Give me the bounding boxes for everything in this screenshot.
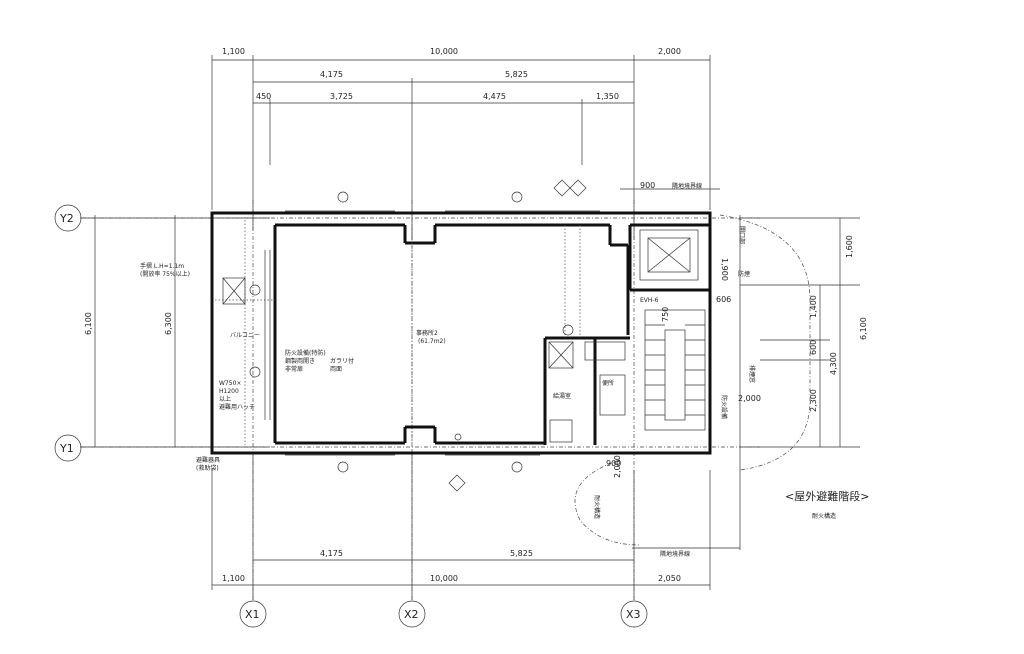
- fire-door-line-4: 非常扉: [285, 365, 303, 373]
- dim-top-9: 1,350: [596, 92, 619, 101]
- grid-label-x3: X3: [626, 608, 641, 621]
- bottom-dimension-lines: [211, 450, 711, 600]
- opening-label: 開口部: [738, 226, 746, 244]
- kitchen-label: 給湯室: [553, 392, 571, 400]
- boundary-top-label: 隣地境界線: [672, 182, 702, 190]
- fire-equipment-label: 防火設備: [720, 395, 728, 419]
- toilet-label: 便所: [602, 379, 614, 387]
- window-line-2: H1200: [219, 388, 239, 395]
- smoke-label: 防煙: [738, 270, 750, 278]
- dim-misc-2: 900: [606, 459, 621, 468]
- grid-bubble-x3: X3: [620, 600, 648, 628]
- dim-top-6: 450: [256, 92, 271, 101]
- symbols: [249, 179, 587, 492]
- dim-left-2: 6,300: [164, 312, 173, 335]
- grid-label-y1: Y1: [59, 442, 74, 455]
- dim-right-6: 2,300: [809, 389, 818, 412]
- dim-bottom-2: 5,825: [510, 549, 533, 558]
- top-dimension-lines: [211, 55, 711, 240]
- fire-door-line-3: ガラリ付: [330, 357, 354, 365]
- dim-left-1: 6,100: [84, 312, 93, 335]
- grid-label-x1: X1: [245, 608, 260, 621]
- dim-right-3: 1,400: [809, 295, 818, 318]
- handrail-note: (開放率 75%以上): [140, 270, 190, 278]
- dim-top-8: 4,475: [483, 92, 506, 101]
- dim-right-2: 6,100: [859, 317, 868, 340]
- dim-misc-6: 750: [661, 307, 670, 322]
- exterior-stair: [644, 309, 706, 431]
- balcony-label: バルコニー: [230, 332, 260, 339]
- dim-top-3: 2,000: [658, 47, 681, 56]
- grid-bubble-y1: Y1: [54, 434, 82, 462]
- dim-misc-5: 2,000: [613, 455, 622, 478]
- stair-title: <屋外避難階段>: [785, 489, 869, 503]
- handrail-label: 手摺 L.H=1.1m: [140, 262, 184, 270]
- dim-top-1: 1,100: [222, 47, 245, 56]
- dim-misc-4: 2,000: [738, 394, 761, 403]
- ev-label: EVH-6: [640, 297, 659, 304]
- elevator-shaft: [639, 229, 699, 281]
- interior-guides: [215, 220, 581, 445]
- grid-bubble-y2: Y2: [54, 204, 82, 232]
- building-walls: [210, 211, 712, 455]
- fire-door-line-1: 防火設備(特防): [285, 349, 326, 357]
- left-dimension-lines: [80, 215, 270, 448]
- dim-misc-1: 900: [640, 181, 655, 190]
- dim-top-5: 5,825: [505, 70, 528, 79]
- smoke-window-label: 排煙窓: [748, 365, 756, 383]
- dim-right-5: 4,300: [829, 352, 838, 375]
- dim-right-4: 600: [809, 340, 818, 355]
- office-room-area: (61.7m2): [418, 338, 446, 345]
- rescue-device-note: (救助袋): [196, 464, 219, 472]
- dim-misc-7: 606: [716, 295, 731, 304]
- fire-door-line-2: 鋼製両開き: [285, 357, 315, 365]
- office-room-name: 事務所2: [416, 329, 438, 337]
- evacuation-hatch: [222, 277, 246, 305]
- window-line-3: 以上: [219, 395, 231, 403]
- dim-top-4: 4,175: [320, 70, 343, 79]
- grid-label-y2: Y2: [59, 212, 74, 225]
- window-line-1: W750×: [219, 380, 241, 387]
- evacuation-curves: [574, 188, 811, 549]
- dim-bottom-4: 10,000: [430, 574, 458, 583]
- window-line-4: 避難用ハッチ: [219, 403, 255, 411]
- service-rooms: [548, 341, 626, 443]
- boundary-bottom-label: 隣地境界線: [660, 550, 690, 558]
- stair-subtitle: 耐火構造: [812, 512, 836, 520]
- dim-bottom-3: 1,100: [222, 574, 245, 583]
- grid-bubble-x1: X1: [239, 600, 267, 628]
- rescue-device-label: 避難器具: [196, 456, 220, 464]
- fireproof-label: 耐火構造: [593, 495, 601, 519]
- dim-bottom-5: 2,050: [658, 574, 681, 583]
- grid-label-x2: X2: [404, 608, 419, 621]
- dim-top-2: 10,000: [430, 47, 458, 56]
- dim-bottom-1: 4,175: [320, 549, 343, 558]
- fire-door-line-5: 両面: [330, 366, 342, 373]
- windows: [264, 210, 600, 456]
- dim-top-7: 3,725: [330, 92, 353, 101]
- grid-bubble-x2: X2: [398, 600, 426, 628]
- dim-right-1: 1,600: [845, 235, 854, 258]
- dim-misc-3: 1,900: [720, 258, 729, 281]
